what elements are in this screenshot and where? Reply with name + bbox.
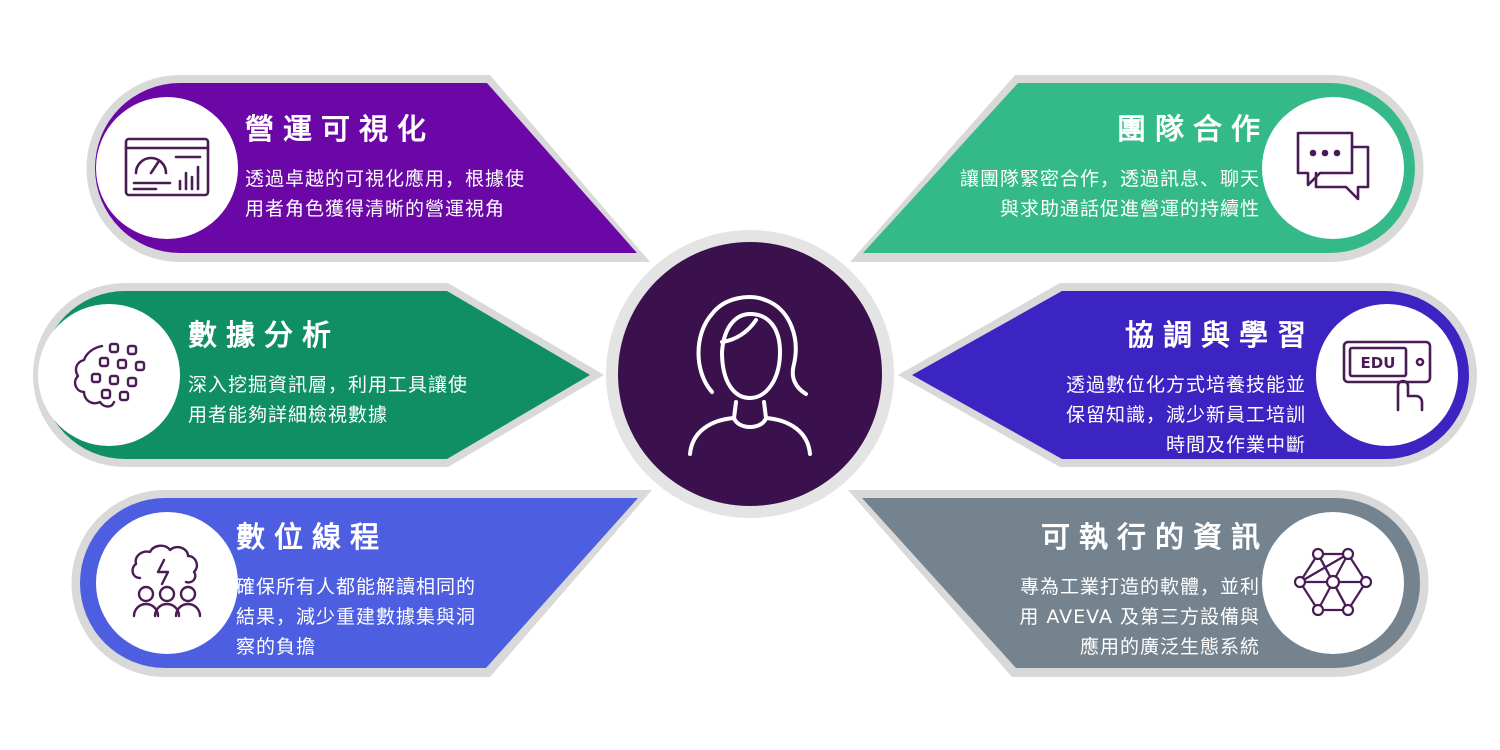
card-5-icon-circle: [96, 512, 238, 654]
card-3-text: 數據分析 深入挖掘資訊層，利用工具讓使 用者能夠詳細檢視數據: [188, 318, 468, 430]
edu-icon: EDU: [1342, 340, 1432, 412]
card-1-icon-circle: [96, 97, 238, 239]
card-6-icon-circle: [1262, 512, 1404, 654]
dashboard-icon: [124, 137, 210, 197]
card-1-desc: 透過卓越的可視化應用，根據使 用者角色獲得清晰的營運視角: [245, 168, 526, 220]
card-6-desc: 專為工業打造的軟體，並利 用 AVEVA 及第三方設備與 應用的廣泛生態系統: [1019, 576, 1260, 658]
card-4-title: 協調與學習: [1124, 318, 1315, 352]
chat-icon: [1296, 131, 1370, 201]
brain-team-icon: [131, 544, 202, 618]
card-4-icon-circle: EDU: [1316, 304, 1458, 446]
card-6-title: 可執行的資訊: [1040, 520, 1269, 554]
card-3-desc: 深入挖掘資訊層，利用工具讓使 用者能夠詳細檢視數據: [188, 374, 469, 426]
card-4-desc: 透過數位化方式培養技能並 保留知識，減少新員工培訓 時間及作業中斷: [1065, 374, 1306, 456]
card-1-title: 營運可視化: [245, 112, 436, 146]
card-1-text: 營運可視化 透過卓越的可視化應用，根據使 用者角色獲得清晰的營運視角: [245, 112, 525, 224]
card-3-shape: [41, 291, 590, 459]
card-5-desc: 確保所有人都能解讀相同的 結果，減少重建數據集與洞 察的負擔: [236, 576, 477, 658]
card-5-text: 數位線程 確保所有人都能解讀相同的 結果，減少重建數據集與洞 察的負擔: [236, 520, 476, 662]
center-circle: [618, 242, 882, 506]
card-3-title: 數據分析: [188, 318, 341, 352]
card-2-desc: 讓團隊緊密合作，透過訊息、聊天 與求助通話促進營運的持續性: [959, 168, 1260, 220]
card-3-icon-circle: [38, 304, 180, 446]
card-5-title: 數位線程: [236, 520, 389, 554]
card-6-text: 可執行的資訊 專為工業打造的軟體，並利 用 AVEVA 及第三方設備與 應用的廣…: [1019, 520, 1260, 662]
card-2-icon-circle: [1262, 97, 1404, 239]
svg-text:EDU: EDU: [1361, 354, 1396, 372]
person-icon: [688, 295, 812, 456]
card-2-title: 團隊合作: [1116, 112, 1269, 146]
card-2-text: 團隊合作 讓團隊緊密合作，透過訊息、聊天 與求助通話促進營運的持續性: [960, 112, 1260, 224]
data-cluster-icon: [73, 342, 146, 408]
network-icon: [1293, 547, 1373, 617]
card-4-text: 協調與學習 透過數位化方式培養技能並 保留知識，減少新員工培訓 時間及作業中斷: [1066, 318, 1306, 460]
card-1-shape: [95, 83, 637, 253]
